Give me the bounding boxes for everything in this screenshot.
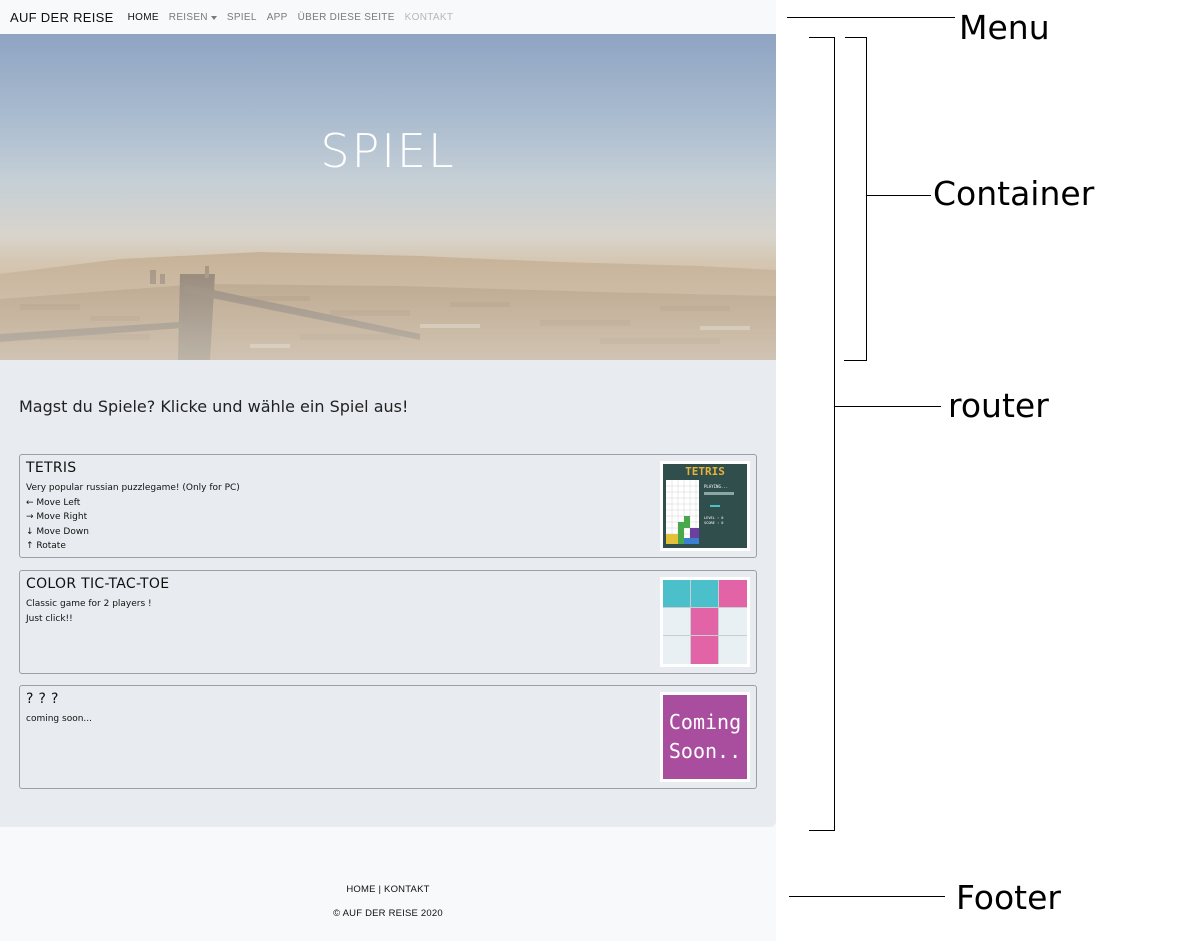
card-title: TETRIS — [26, 460, 77, 476]
card-line: → Move Right — [26, 512, 88, 522]
annotation-footer: Footer — [956, 878, 1061, 917]
tetris-preview-image: TETRIS PLAYING... — [663, 464, 747, 548]
card-description: Classic game for 2 players ! Just click!… — [26, 597, 152, 626]
hero-banner: SPIEL — [0, 34, 776, 360]
card-line: Classic game for 2 players ! — [26, 599, 152, 609]
nav-reisen-label: REISEN — [168, 11, 208, 23]
menu-pointer-line — [787, 17, 955, 18]
container-bracket-bottom — [844, 360, 867, 361]
page-lead: Magst du Spiele? Klicke und wähle ein Sp… — [19, 397, 409, 416]
hero-title: SPIEL — [320, 124, 456, 178]
footer-links: HOME | KONTAKT — [0, 884, 776, 895]
card-line: coming soon... — [26, 714, 92, 724]
game-card-coming-soon[interactable]: ? ? ? coming soon... Coming Soon.. — [19, 685, 757, 789]
router-pointer-line — [835, 406, 941, 407]
coming-soon-image: Coming Soon.. — [663, 695, 747, 779]
footer-home-link[interactable]: HOME — [346, 884, 376, 895]
card-description: coming soon... — [26, 712, 92, 727]
container-bracket-top — [845, 37, 867, 38]
annotation-menu: Menu — [959, 8, 1050, 47]
container-pointer-line — [867, 195, 931, 196]
card-line: ↓ Move Down — [26, 526, 89, 537]
footer-kontakt-link[interactable]: KONTAKT — [384, 884, 430, 895]
card-line: Very popular russian puzzlegame! (Only f… — [26, 483, 240, 493]
annotation-container: Container — [933, 174, 1095, 213]
footer-pointer-line — [789, 896, 945, 897]
tetris-thumbnail[interactable]: TETRIS PLAYING... — [660, 461, 750, 551]
card-line: ↑ Rotate — [26, 541, 66, 551]
footer-separator: | — [378, 884, 382, 895]
router-content: Magst du Spiele? Klicke und wähle ein Sp… — [0, 360, 776, 827]
navbar: AUF DER REISE HOME REISEN SPIEL APP ÜBER… — [0, 0, 776, 34]
nav-app[interactable]: APP — [266, 11, 288, 23]
router-bracket-top — [809, 37, 835, 38]
tetris-score-text: SCORE : 0 — [704, 521, 723, 525]
router-bracket-vertical — [834, 37, 835, 831]
coming-soon-thumbnail[interactable]: Coming Soon.. — [660, 692, 750, 782]
nav-kontakt[interactable]: KONTAKT — [404, 11, 454, 23]
city-skyline-image — [0, 234, 776, 360]
card-title: ? ? ? — [26, 691, 59, 707]
nav-reisen-dropdown[interactable]: REISEN — [169, 12, 217, 23]
nav-home[interactable]: HOME — [127, 11, 159, 23]
coming-soon-line1: Coming — [669, 710, 741, 734]
tetris-logo-text: TETRIS — [685, 465, 725, 478]
annotation-router: router — [948, 386, 1049, 425]
nav-spiel[interactable]: SPIEL — [226, 11, 257, 23]
brand-link[interactable]: AUF DER REISE — [10, 9, 114, 25]
card-line: ← Move Left — [26, 497, 81, 508]
router-bracket-bottom — [809, 830, 835, 831]
caret-down-icon — [210, 15, 217, 20]
game-card-tic-tac-toe[interactable]: COLOR TIC-TAC-TOE Classic game for 2 pla… — [19, 570, 757, 674]
coming-soon-line2: Soon.. — [669, 739, 741, 763]
tic-tac-toe-thumbnail[interactable] — [660, 577, 750, 667]
game-card-tetris[interactable]: TETRIS Very popular russian puzzlegame! … — [19, 454, 757, 558]
card-line: Just click!! — [26, 613, 73, 624]
tic-tac-toe-preview-image — [663, 580, 747, 664]
footer-copyright: © AUF DER REISE 2020 — [333, 908, 443, 919]
tetris-status-text: PLAYING... — [704, 484, 728, 489]
website: AUF DER REISE HOME REISEN SPIEL APP ÜBER… — [0, 0, 776, 919]
card-title: COLOR TIC-TAC-TOE — [26, 576, 170, 592]
card-description: Very popular russian puzzlegame! (Only f… — [26, 481, 240, 554]
nav-ueber-diese-seite[interactable]: ÜBER DIESE SEITE — [297, 11, 395, 23]
tetris-level-text: LEVEL : 0 — [704, 516, 723, 520]
container-bracket-vertical — [866, 37, 867, 361]
